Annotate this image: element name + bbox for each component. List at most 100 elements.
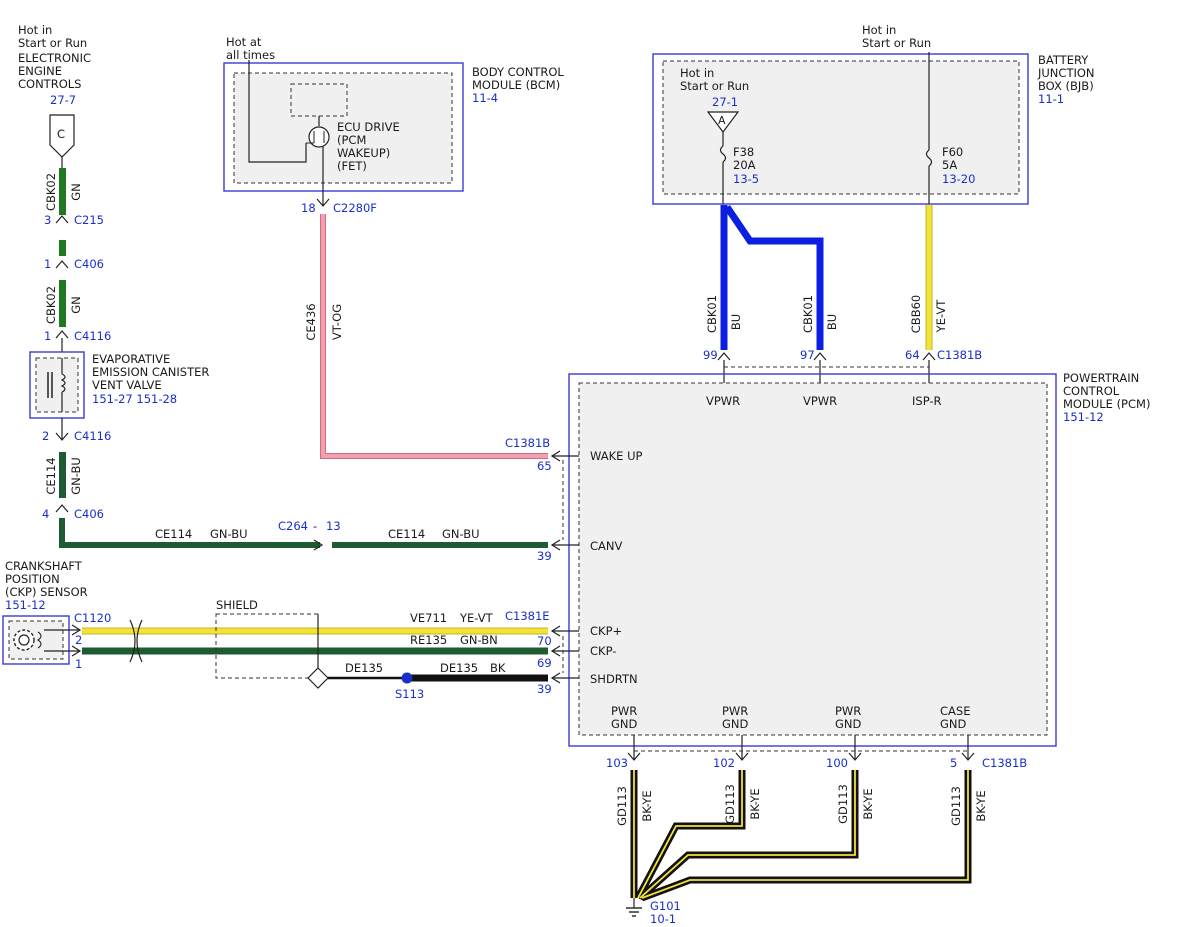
ecc-name-line1: ELECTRONIC [18, 51, 91, 65]
ground-icon [626, 898, 642, 917]
pcm-pin-canv: CANV [590, 539, 622, 553]
bjb-block: Hot in Start or Run BATTERY JUNCTION BOX… [652, 23, 1095, 205]
ecc-wire2-circuit: CBK02 [44, 286, 58, 324]
canv-left-circuit: CE114 [155, 527, 192, 541]
f60-ref: 13-20 [942, 172, 975, 186]
bjb-module-border [652, 53, 1029, 205]
ecc-hot-line1: Hot in [18, 23, 52, 37]
ecc-ref: 27-7 [50, 93, 76, 107]
bcm-wire-outline [320, 214, 548, 459]
bcm-inner [233, 72, 453, 184]
bjb-connector-icon [706, 111, 740, 133]
f60-rating: 5A [942, 158, 957, 172]
pin64-arrow-icon [922, 352, 936, 361]
pcm-block: POWERTRAIN CONTROL MODULE (PCM) 151-12 V… [505, 371, 1150, 770]
gnd-wire-4 [640, 770, 972, 902]
c264-pin: 13 [326, 519, 341, 533]
f38-rating: 20A [733, 158, 756, 172]
c264-arrow-icon [313, 539, 324, 551]
pin97-label: 97 [800, 348, 815, 362]
ecc-name-line2: ENGINE [18, 64, 62, 78]
evap-ref: 151-27 151-28 [92, 392, 177, 406]
gnd3-label-2: GND [835, 717, 862, 731]
bcm-name-line2: MODULE (BCM) [472, 78, 560, 92]
ecc-name-line3: CONTROLS [18, 77, 81, 91]
gnd4-arrow-icon [961, 752, 975, 761]
bjb-name-line2: JUNCTION [1037, 66, 1095, 80]
c4116-label-bottom: C4116 [74, 429, 111, 443]
bjb-hot-inner-line1: Hot in [680, 66, 714, 80]
bcm-ref: 11-4 [472, 91, 498, 105]
vpwr-wire-97 [724, 205, 824, 350]
bcm-hot-line1: Hot at [226, 35, 262, 49]
ckp-conn-label: C1381E [505, 609, 550, 623]
evap-name-line1: EVAPORATIVE [92, 352, 170, 366]
gnd1-pin: 103 [606, 756, 628, 770]
ecc-wire1-circuit: CBK02 [44, 173, 58, 211]
w97-color: BU [825, 314, 839, 330]
pcm-pin-vpwr-1: VPWR [706, 394, 740, 408]
ckp-name-line2: POSITION [5, 572, 60, 586]
bjb-connector-letter: A [718, 114, 726, 127]
canv-right-color: GN-BU [442, 527, 480, 541]
gnd3-arrow-icon [848, 752, 862, 761]
canv-wire-left [59, 518, 320, 548]
gw2-color: BK-YE [748, 788, 762, 819]
pcm-pin-ckp-minus: CKP- [590, 644, 616, 658]
gnd3-pin: 100 [826, 756, 848, 770]
pcm-pin-shdrtn: SHDRTN [590, 672, 638, 686]
pcm-name-line1: POWERTRAIN [1063, 371, 1139, 385]
bcm-block: Hot at all times ECU DRIVE (PCM WAKEUP) … [223, 35, 564, 459]
ckp-name-line3: (CKP) SENSOR [5, 585, 88, 599]
pcm-feed-wires: CBK01 BU CBK01 BU CBB60 YE-VT 99 97 64 C… [703, 205, 982, 383]
gnd-conn-label: C1381B [982, 756, 1027, 770]
solenoid-icon [47, 372, 66, 398]
pin99-label: 99 [703, 348, 718, 362]
ckp-pin2-arrow-icon [71, 624, 82, 636]
bcm-wire-color: VT-OG [330, 304, 344, 340]
bjb-name-line1: BATTERY [1038, 53, 1089, 67]
bjb-name-line3: BOX (BJB) [1038, 79, 1094, 93]
fuse-f38-icon [719, 145, 727, 163]
pcm-pin-vpwr-2: VPWR [803, 394, 837, 408]
c264-sep: - [313, 519, 317, 533]
gnd4-label-2: GND [940, 717, 967, 731]
pin97-arrow-icon [813, 352, 827, 361]
ecc-wire2 [59, 280, 66, 327]
c2280f-label: C2280F [333, 201, 377, 215]
bjb-inner-ref: 27-1 [712, 95, 738, 109]
ckp-pin1: 1 [75, 657, 82, 671]
fet-icon [308, 126, 330, 148]
ecc-connector-icon [49, 114, 75, 158]
w64-color: YE-VT [934, 299, 948, 334]
shdrtn-pin-num: 39 [537, 682, 552, 696]
f38-name: F38 [733, 145, 754, 159]
ground-wires: GD113 BK-YE GD113 BK-YE GD113 BK-YE GD11… [615, 770, 988, 926]
s113-splice-icon [401, 672, 413, 684]
gw3-color: BK-YE [861, 788, 875, 819]
drain-right-color: BK [490, 661, 506, 675]
bcm-wakeup-wire [321, 214, 548, 458]
bcm-hot-line2: all times [226, 48, 275, 62]
shield-box [215, 613, 319, 679]
w64-circuit: CBB60 [909, 295, 923, 333]
bcm-driver-line1: ECU DRIVE [337, 120, 400, 134]
ecc-connector-letter: C [57, 127, 65, 141]
ckp-module-border [2, 615, 70, 665]
bjb-ref: 11-1 [1038, 92, 1064, 106]
ckp-plus-circuit: VE711 [410, 611, 447, 625]
drain-connector-icon [307, 667, 329, 689]
bcm-driver-line4: (FET) [337, 159, 367, 173]
c4116-pin-top: 1 [44, 329, 51, 343]
ecc-hot-line2: Start or Run [18, 36, 87, 50]
bjb-hot-top-line2: Start or Run [862, 36, 931, 50]
gnd2-pin: 102 [713, 756, 735, 770]
ckp-plus-color: YE-VT [459, 611, 494, 625]
gw1-circuit: GD113 [615, 786, 629, 826]
gnd1-arrow-icon [627, 752, 641, 761]
gw4-circuit: GD113 [949, 786, 963, 826]
wake-conn-label: C1381B [505, 436, 550, 450]
c264-label: C264 [278, 519, 308, 533]
gw2-circuit: GD113 [723, 784, 737, 824]
